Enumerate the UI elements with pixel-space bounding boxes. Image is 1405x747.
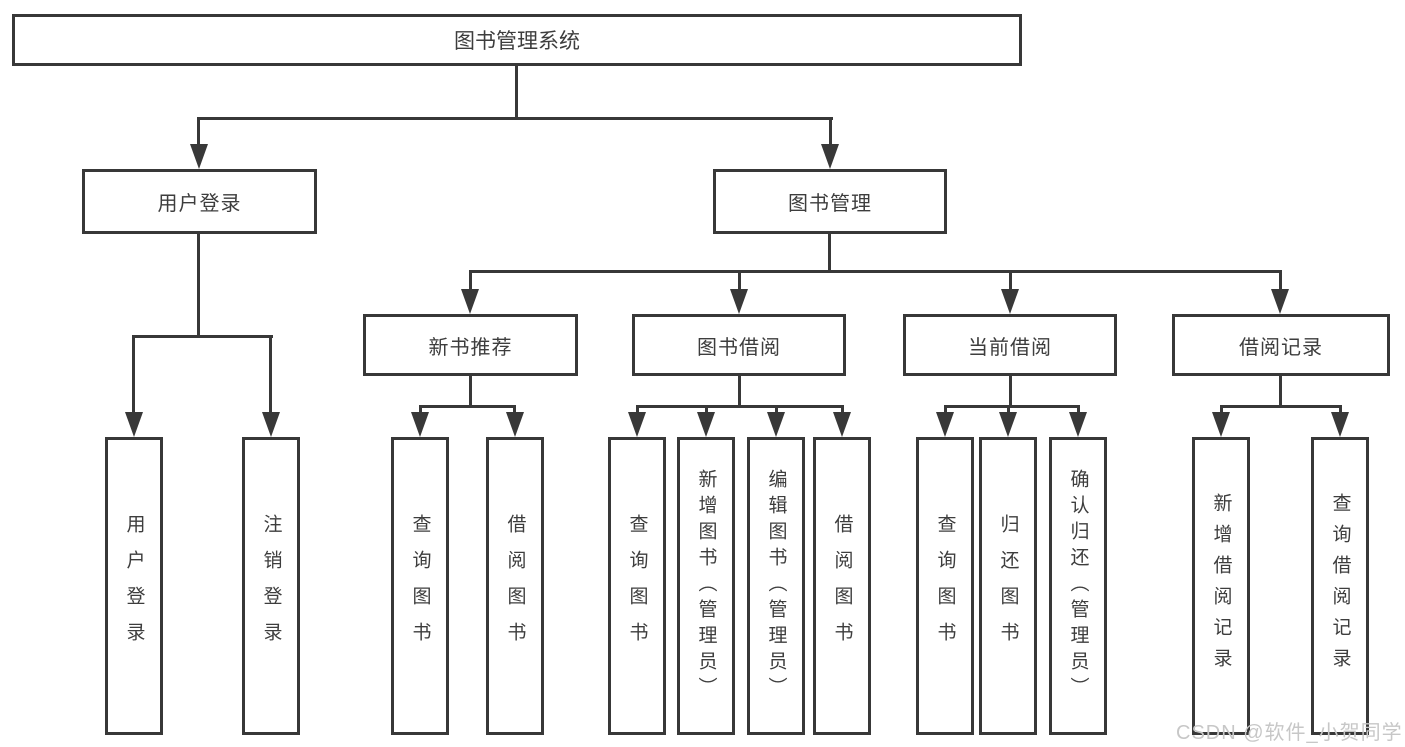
leaf-label: 新增图书（管理员）: [695, 469, 717, 703]
leaf-label: 借阅图书: [831, 514, 853, 658]
connector-line: [738, 376, 741, 408]
arrow-down-icon: [190, 144, 208, 169]
node-label: 图书借阅: [697, 336, 781, 359]
connector-line: [1007, 405, 1010, 415]
connector-line: [197, 117, 833, 120]
leaf-logout: 注销登录: [242, 437, 300, 735]
connector-line: [197, 234, 200, 338]
connector-line: [419, 405, 516, 408]
connector-line: [469, 376, 472, 408]
node-new-book-recommend: 新书推荐: [363, 314, 578, 376]
arrow-down-icon: [506, 412, 524, 437]
node-book-management: 图书管理: [713, 169, 947, 234]
arrow-down-icon: [821, 144, 839, 169]
arrow-down-icon: [1331, 412, 1349, 437]
leaf-label: 编辑图书（管理员）: [765, 469, 787, 703]
connector-line: [944, 405, 947, 415]
connector-line: [1339, 405, 1342, 415]
connector-line: [1009, 376, 1012, 408]
connector-line: [841, 405, 844, 415]
connector-line: [1220, 405, 1342, 408]
arrow-down-icon: [1271, 289, 1289, 314]
csdn-watermark: CSDN @软件_小贺同学: [1176, 722, 1403, 744]
leaf-label: 确认归还（管理员）: [1067, 469, 1089, 703]
arrow-down-icon: [833, 412, 851, 437]
leaf-add-books-admin: 新增图书（管理员）: [677, 437, 735, 735]
connector-line: [944, 405, 1080, 408]
arrow-down-icon: [730, 289, 748, 314]
leaf-label: 用户登录: [123, 514, 145, 658]
connector-line: [197, 117, 200, 147]
arrow-down-icon: [1001, 289, 1019, 314]
node-borrowing-records: 借阅记录: [1172, 314, 1390, 376]
arrow-down-icon: [1069, 412, 1087, 437]
leaf-label: 查询图书: [934, 514, 956, 658]
leaf-add-borrow-record: 新增借阅记录: [1192, 437, 1250, 735]
node-library-management-system: 图书管理系统: [12, 14, 1022, 66]
arrow-down-icon: [411, 412, 429, 437]
connector-line: [1279, 270, 1282, 292]
node-label: 图书管理: [788, 193, 872, 215]
connector-line: [1077, 405, 1080, 415]
leaf-label: 查询借阅记录: [1329, 493, 1351, 679]
connector-line: [132, 335, 273, 338]
arrow-down-icon: [461, 289, 479, 314]
leaf-label: 查询图书: [409, 514, 431, 658]
connector-line: [636, 405, 639, 415]
connector-line: [1279, 376, 1282, 408]
connector-line: [469, 270, 1281, 273]
connector-line: [469, 270, 472, 292]
connector-line: [828, 234, 831, 273]
node-label: 借阅记录: [1239, 336, 1323, 359]
arrow-down-icon: [936, 412, 954, 437]
connector-line: [705, 405, 708, 415]
arrow-down-icon: [999, 412, 1017, 437]
connector-line: [269, 335, 272, 415]
connector-line: [738, 270, 741, 292]
connector-line: [1220, 405, 1223, 415]
node-current-borrowing: 当前借阅: [903, 314, 1117, 376]
leaf-query-books-current: 查询图书: [916, 437, 974, 735]
arrow-down-icon: [697, 412, 715, 437]
leaf-label: 注销登录: [260, 514, 282, 658]
arrow-down-icon: [1212, 412, 1230, 437]
leaf-label: 新增借阅记录: [1210, 493, 1232, 679]
leaf-borrow-books-borrowing: 借阅图书: [813, 437, 871, 735]
leaf-label: 查询图书: [626, 514, 648, 658]
leaf-edit-books-admin: 编辑图书（管理员）: [747, 437, 805, 735]
arrow-down-icon: [262, 412, 280, 437]
arrow-down-icon: [628, 412, 646, 437]
leaf-confirm-return-admin: 确认归还（管理员）: [1049, 437, 1107, 735]
arrow-down-icon: [767, 412, 785, 437]
leaf-label: 借阅图书: [504, 514, 526, 658]
connector-line: [1009, 270, 1012, 292]
node-book-borrowing: 图书借阅: [632, 314, 846, 376]
node-label: 用户登录: [157, 193, 242, 215]
leaf-borrow-books-recommend: 借阅图书: [486, 437, 544, 735]
node-user-login: 用户登录: [82, 169, 317, 234]
leaf-query-books-borrowing: 查询图书: [608, 437, 666, 735]
node-label: 新书推荐: [428, 336, 513, 359]
leaf-user-login: 用户登录: [105, 437, 163, 735]
connector-line: [513, 405, 516, 415]
connector-line: [132, 335, 135, 415]
leaf-return-books: 归还图书: [979, 437, 1037, 735]
leaf-query-borrow-record: 查询借阅记录: [1311, 437, 1369, 735]
connector-line: [829, 117, 832, 147]
node-label: 当前借阅: [968, 336, 1052, 359]
arrow-down-icon: [125, 412, 143, 437]
connector-line: [419, 405, 422, 415]
leaf-query-books-recommend: 查询图书: [391, 437, 449, 735]
leaf-label: 归还图书: [997, 514, 1019, 658]
node-label: 图书管理系统: [454, 30, 580, 53]
connector-line: [515, 66, 518, 119]
connector-line: [775, 405, 778, 415]
connector-line: [636, 405, 844, 408]
